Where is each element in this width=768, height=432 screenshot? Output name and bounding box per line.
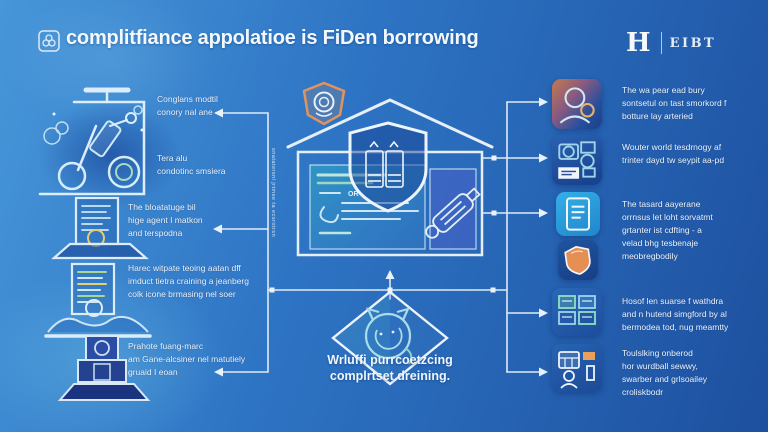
note-line: hige agent I matkon <box>128 215 203 225</box>
note-line: sontsetul on tast smorkord f <box>622 98 727 108</box>
or-label: OR <box>348 191 359 198</box>
note-line: The wa pear ead bury <box>622 85 705 95</box>
right-note-1: The wa pear ead bury sontsetul on tast s… <box>622 84 726 123</box>
note-line: bermodea tod, nug meamtty <box>622 322 729 332</box>
note-line: botture lay arteried <box>622 111 693 121</box>
shield-doors-icon <box>348 121 428 213</box>
note-line: croliskbodr <box>622 387 664 397</box>
left-note-5: Prahote fuang-marc am Gane-alcsiner nel … <box>128 340 245 379</box>
note-line: The tasard aayerane <box>622 199 701 209</box>
note-line: am Gane-alcsiner nel matutiely <box>128 354 246 364</box>
page-title: complitfiance appolatioe is FiDen borrow… <box>66 27 479 49</box>
person-icon <box>552 79 602 129</box>
note-line: orrnsus let loht sorvatmt <box>622 212 713 222</box>
left-note-2: Tera alu condotinc smsiera <box>157 152 226 178</box>
brand-letter: H <box>626 28 651 58</box>
note-line: Tera alu <box>157 153 188 163</box>
note-line: Harec witpate teoing aatan dff <box>128 263 241 273</box>
right-note-2: Wouter world tesdrnogy af trinter dayd t… <box>622 141 724 167</box>
note-line: conory nal ane <box>157 107 213 117</box>
right-note-4: Hosof len suarse f wathdra and n hutend … <box>622 295 728 334</box>
drill-tool-icon <box>425 168 481 250</box>
knot-logo-icon <box>38 30 60 52</box>
brand-separator <box>660 32 662 54</box>
note-line: Conglans modtil <box>157 94 218 104</box>
scooter-blueprint-icon <box>38 87 146 196</box>
left-note-4: Harec witpate teoing aatan dff imduct ti… <box>128 262 249 301</box>
right-note-3: The tasard aayerane orrnsus let loht sor… <box>622 198 713 263</box>
note-line: hor wurdball sewwy, <box>622 361 698 371</box>
right-note-5: Toulslking onberod hor wurdball sewwy, s… <box>622 347 707 399</box>
pedestal-boxes-icon <box>57 335 151 401</box>
brand-name: EIBT <box>669 35 717 51</box>
left-note-3: The bloatatuge bil hige agent I matkon a… <box>128 201 203 240</box>
caption-line: complrtset dreining. <box>329 369 451 383</box>
note-line: and n hutend simgford by al <box>622 309 727 319</box>
left-note-1: Conglans modtil conory nal ane <box>157 93 218 119</box>
note-line: Wouter world tesdrnogy af <box>622 142 722 152</box>
document-mound-icon <box>44 262 152 338</box>
note-line: Toulslking onberod <box>622 348 693 358</box>
note-line: grtanter ist cdfting - a <box>622 225 702 235</box>
projector-machine-icon <box>552 135 602 185</box>
diamond-cat-icon <box>331 290 449 386</box>
diamond-caption: Wrluffi purrcoetzcing complrtset dreinin… <box>300 352 480 384</box>
note-line: imduct tietra craining a jeanberg <box>128 276 249 286</box>
note-line: meobregbodily <box>622 251 678 261</box>
shield-badge-icon <box>302 81 346 126</box>
shield-badge-tile-icon <box>558 240 598 280</box>
note-line: condotinc smsiera <box>157 166 226 176</box>
house-blueprint: OR <box>286 81 494 257</box>
caption-line: Wrluffi purrcoetzcing <box>327 353 453 367</box>
brand-logo: H EIBT <box>626 30 716 56</box>
note-line: swarber and grlsoailey <box>622 374 708 384</box>
note-line: trinter dayd tw seypit aa-pd <box>622 155 725 165</box>
document-tile-icon <box>556 192 600 236</box>
note-line: The bloatatuge bil <box>128 202 196 212</box>
dashboard-windows-icon <box>552 288 602 336</box>
note-line: colk icone brmasing nel soer <box>128 289 236 299</box>
note-line: velad bhg tesbenaje <box>622 238 699 248</box>
note-line: gruaid I eoan <box>128 367 178 377</box>
note-line: and terspodna <box>128 228 183 238</box>
calculator-money-icon <box>552 344 602 392</box>
document-stand-icon <box>51 196 149 260</box>
trunk-vertical-label: snatatersnl jrtmse ta ecsrotrsn <box>270 148 276 238</box>
note-line: Hosof len suarse f wathdra <box>622 296 724 306</box>
note-line: Prahote fuang-marc <box>128 341 204 351</box>
